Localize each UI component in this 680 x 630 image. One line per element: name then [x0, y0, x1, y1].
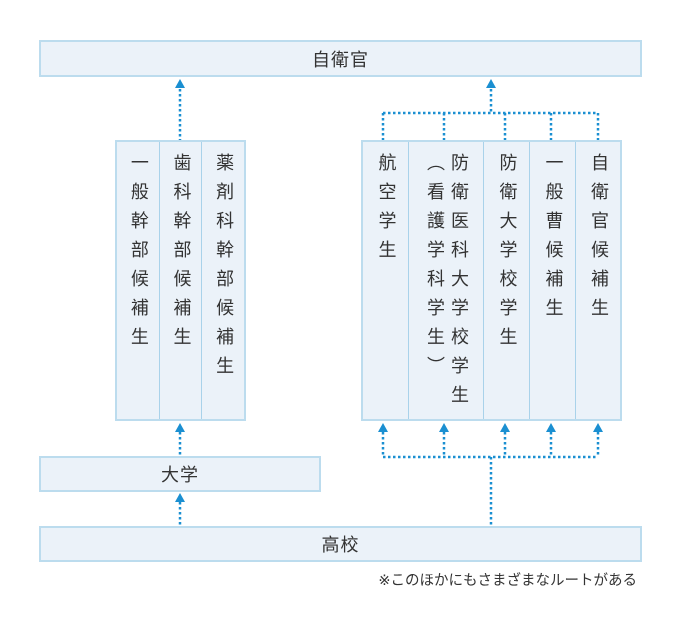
- route-label: 薬剤科幹部候補生: [213, 153, 235, 385]
- route-column-dental-officer-candidate: 歯科幹部候補生: [158, 142, 202, 419]
- footnote: ※このほかにもさまざまなルートがある: [378, 573, 637, 589]
- right-route-group: 航空学生 防衛医科大学校学生 （看護学科学生） 防衛大学校学生 一般曹候補生 自…: [361, 140, 622, 421]
- arrow-up-icon: [378, 423, 388, 432]
- university-box: 大学: [39, 456, 321, 492]
- route-column-defense-academy-student: 防衛大学校学生: [483, 142, 529, 419]
- arrow-up-icon: [175, 423, 185, 432]
- route-label: 航空学生: [375, 153, 397, 269]
- jsdf-officer-box: 自衛官: [39, 40, 642, 77]
- route-column-pharmacy-officer-candidate: 薬剤科幹部候補生: [201, 142, 244, 419]
- arrow-up-icon: [546, 423, 556, 432]
- route-label: 一般幹部候補生: [127, 153, 149, 356]
- route-column-medical-college-student: 防衛医科大学校学生 （看護学科学生）: [408, 142, 483, 419]
- arrow-up-icon: [439, 423, 449, 432]
- high-school-label: 高校: [321, 535, 360, 556]
- route-label: 防衛大学校学生: [496, 153, 518, 356]
- route-label: 一般曹候補生: [542, 153, 564, 327]
- arrow-up-icon: [500, 423, 510, 432]
- jsdf-officer-label: 自衛官: [312, 49, 369, 71]
- arrow-up-icon: [593, 423, 603, 432]
- route-column-aviation-student: 航空学生: [363, 142, 408, 419]
- left-route-group: 一般幹部候補生 歯科幹部候補生 薬剤科幹部候補生: [115, 140, 246, 421]
- route-column-sdf-candidate: 自衛官候補生: [575, 142, 620, 419]
- route-label: 歯科幹部候補生: [170, 153, 192, 356]
- route-label: 自衛官候補生: [588, 153, 609, 327]
- arrow-up-icon: [175, 79, 185, 88]
- route-column-general-officer-candidate: 一般幹部候補生: [117, 142, 159, 419]
- route-sublabel: （看護学科学生）: [424, 153, 445, 385]
- arrow-up-icon: [486, 79, 496, 88]
- route-column-general-nco-candidate: 一般曹候補生: [529, 142, 575, 419]
- arrow-up-icon: [175, 493, 185, 502]
- university-label: 大学: [161, 465, 199, 486]
- route-label: 防衛医科大学校学生: [448, 153, 469, 414]
- high-school-box: 高校: [39, 526, 642, 562]
